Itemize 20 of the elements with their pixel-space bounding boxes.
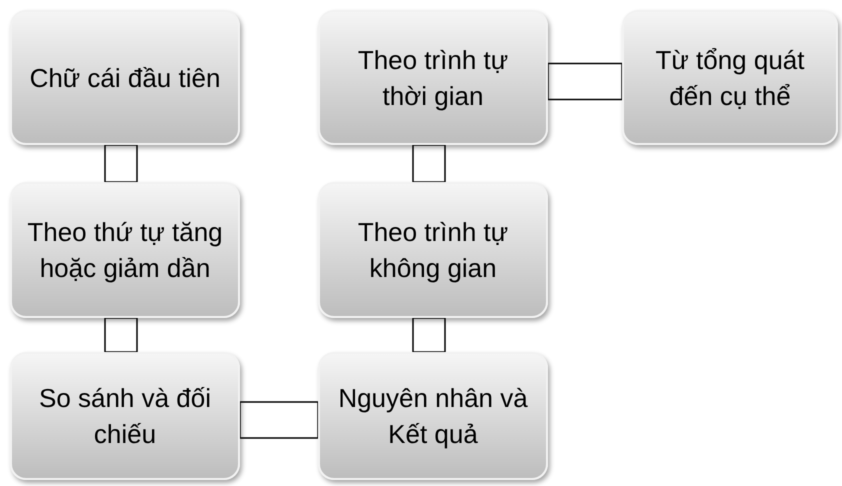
process-box — [10, 352, 240, 480]
connector-bar — [104, 317, 138, 353]
box-label: Theo trình tự không gian — [356, 216, 510, 285]
box-label: Chữ cái đầu tiên — [30, 62, 220, 94]
box-label: Theo thứ tự tăng hoặc giảm dần — [26, 216, 224, 285]
process-box — [318, 352, 548, 480]
box-label: Theo trình tự thời gian — [356, 44, 510, 112]
process-box — [10, 182, 240, 318]
connector-bar — [547, 62, 623, 100]
connector-bar — [412, 317, 446, 353]
process-box — [10, 10, 240, 145]
box-label: Nguyên nhân và Kết quả — [337, 382, 529, 451]
process-box — [318, 10, 548, 145]
process-box — [318, 182, 548, 318]
process-box — [622, 10, 838, 145]
connector-bar — [412, 144, 446, 183]
connector-bar — [239, 401, 319, 439]
connector-bar — [104, 144, 138, 183]
box-label: So sánh và đối chiếu — [38, 382, 212, 451]
box-label: Từ tổng quát đến cụ thể — [654, 44, 806, 112]
